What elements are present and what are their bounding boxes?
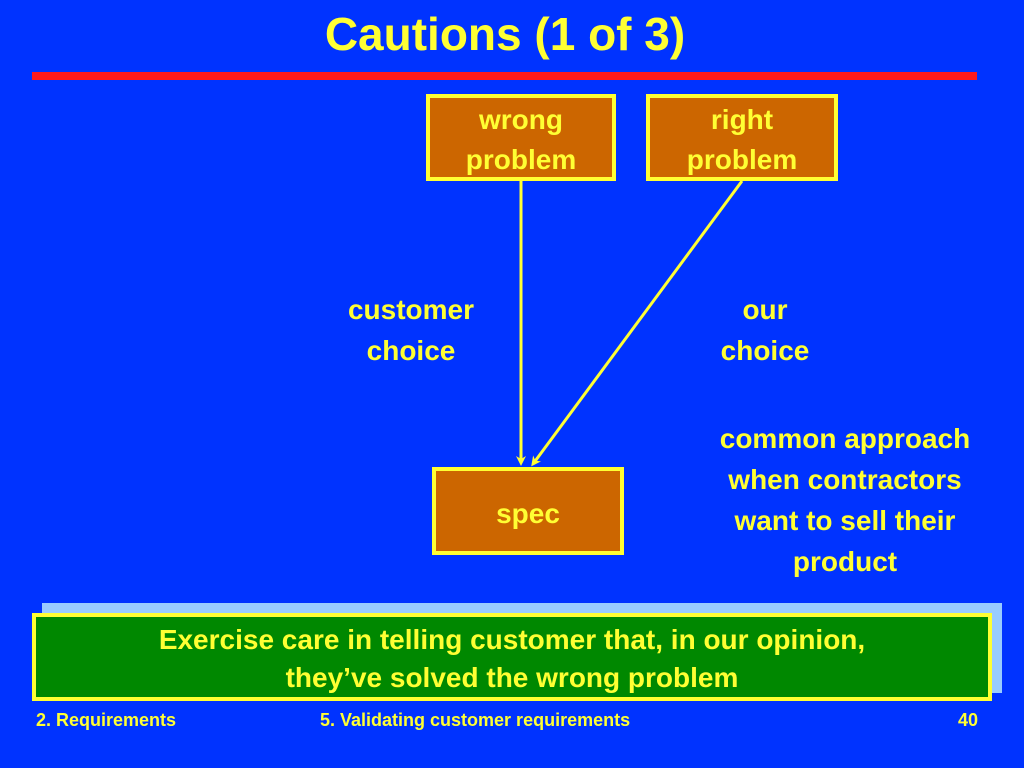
right-problem-line1: right — [710, 104, 774, 135]
banner-line2: they’ve solved the wrong problem — [285, 662, 739, 693]
footer-page-number: 40 — [958, 710, 979, 730]
wrong-problem-line1: wrong — [479, 104, 563, 135]
common-approach-line3: want to sell their — [734, 505, 956, 536]
our-choice-line2: choice — [720, 335, 810, 366]
spec-box: spec — [432, 467, 624, 555]
spec-label: spec — [496, 498, 560, 529]
right-problem-line2: problem — [686, 144, 798, 175]
common-approach-line4: product — [792, 546, 898, 577]
common-approach-note: common approach when contractors want to… — [680, 418, 1010, 582]
footer-section: 2. Requirements — [36, 710, 177, 730]
common-approach-line2: when contractors — [728, 464, 962, 495]
our-choice-line1: our — [742, 294, 788, 325]
wrong-problem-box: wrong problem — [426, 94, 616, 181]
common-approach-line1: common approach — [719, 423, 971, 454]
caution-banner: Exercise care in telling customer that, … — [32, 613, 992, 701]
slide-title: Cautions (1 of 3) — [324, 8, 686, 60]
footer-topic: 5. Validating customer requirements — [320, 710, 631, 730]
customer-choice-line1: customer — [347, 294, 475, 325]
wrong-problem-line2: problem — [465, 144, 577, 175]
banner-line1: Exercise care in telling customer that, … — [158, 624, 866, 655]
our-choice-label: our choice — [670, 289, 860, 371]
customer-choice-line2: choice — [366, 335, 456, 366]
title-divider — [32, 72, 977, 80]
customer-choice-label: customer choice — [316, 289, 506, 371]
right-problem-box: right problem — [646, 94, 838, 181]
